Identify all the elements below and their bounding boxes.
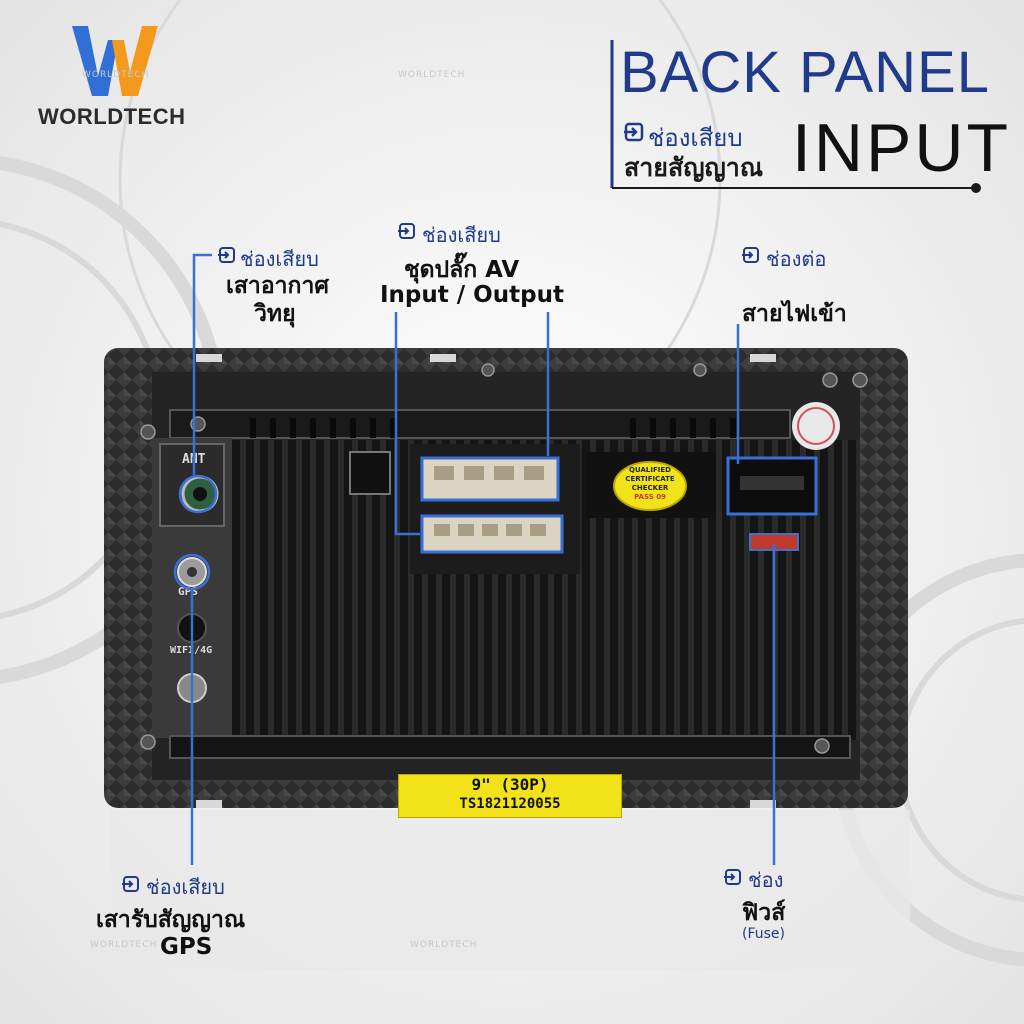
gps-label-prefix: ช่องเสียบ — [146, 875, 225, 899]
plug-in-icon — [624, 122, 644, 142]
qc-line-3: CHECKER — [631, 484, 669, 492]
plug-in-icon — [122, 876, 139, 892]
serial-sticker: 9" (30P) TS1821120055 — [398, 774, 622, 818]
back-panel-image — [104, 348, 908, 808]
qc-pass: PASS — [634, 493, 654, 501]
plug-in-icon — [218, 247, 235, 263]
qc-line-1: QUALIFIED — [629, 466, 671, 474]
header-subtitle-2: สายสัญญาณ — [624, 153, 764, 182]
header-subtitle-1: ช่องเสียบ — [648, 124, 743, 152]
radio-label-prefix: ช่องเสียบ — [240, 247, 319, 271]
sticker-size: 9" (30P) — [471, 775, 549, 794]
av-label-prefix: ช่องเสียบ — [422, 223, 501, 247]
qc-line-2: CERTIFICATE — [625, 475, 675, 483]
plug-in-icon — [398, 223, 415, 239]
watermark: WORLDTECH — [90, 940, 158, 950]
header-frame — [610, 40, 981, 193]
plug-in-icon — [742, 247, 759, 263]
watermark: WORLDTECH — [410, 940, 478, 950]
watermark: WORLDTECH — [82, 70, 150, 80]
power-label-line1: สายไฟเข้า — [742, 301, 847, 327]
worldtech-logo-icon — [72, 26, 158, 96]
sticker-serial: TS1821120055 — [459, 796, 561, 812]
watermark: WORLDTECH — [398, 70, 466, 80]
gps-label-line1: เสารับสัญญาณ — [96, 907, 246, 933]
av-label-line1: ชุดปลั๊ก AV — [404, 257, 520, 283]
qc-num: 09 — [656, 493, 666, 501]
header-input: INPUT — [792, 110, 1011, 186]
fuse-label-line2: (Fuse) — [742, 926, 785, 942]
radio-label-line2: วิทยุ — [254, 301, 296, 327]
qc-sticker: QUALIFIED CERTIFICATE CHECKER PASS 09 — [618, 466, 682, 502]
power-label-prefix: ช่องต่อ — [766, 247, 827, 271]
fuse-label-prefix: ช่อง — [748, 868, 784, 892]
brand-name: WORLDTECH — [38, 104, 186, 129]
plug-in-icon — [724, 869, 741, 885]
radio-label-line1: เสาอากาศ — [226, 273, 329, 299]
gps-label-line2: GPS — [160, 934, 213, 960]
fuse-label-line1: ฟิวส์ — [742, 900, 786, 926]
av-label-line2: Input / Output — [380, 282, 564, 308]
page-title: BACK PANEL — [620, 40, 990, 105]
